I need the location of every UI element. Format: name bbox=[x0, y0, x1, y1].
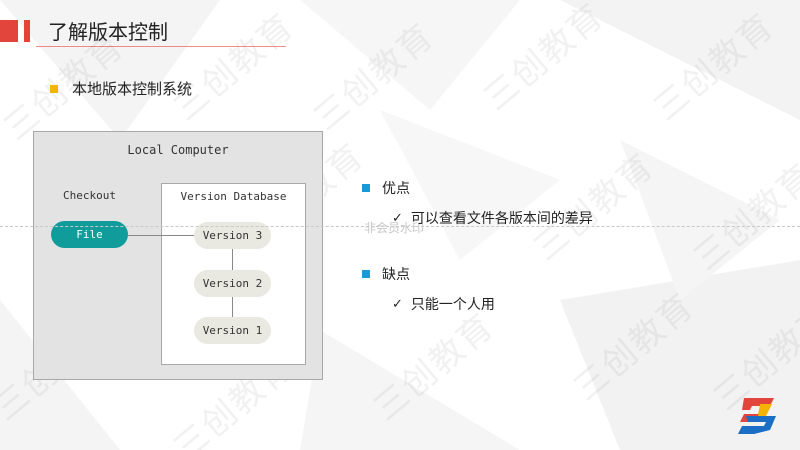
cons-list: 缺点 ✓ 只能一个人用 bbox=[362, 264, 495, 314]
pros-list: 优点 ✓ 可以查看文件各版本间的差异 bbox=[362, 178, 593, 228]
local-vcs-diagram: Local Computer Checkout Version Database… bbox=[33, 131, 323, 380]
watermark-text: 三创教育 bbox=[306, 15, 443, 139]
title-accent-stripe bbox=[24, 20, 30, 42]
version-2-node: Version 2 bbox=[194, 270, 271, 297]
version-connector bbox=[232, 249, 233, 270]
section-heading: 本地版本控制系统 bbox=[50, 78, 192, 99]
version-1-node: Version 1 bbox=[194, 317, 271, 344]
file-node: File bbox=[51, 221, 128, 248]
check-icon: ✓ bbox=[392, 210, 403, 226]
title-accent-block bbox=[0, 20, 18, 42]
ghost-watermark-text: 非会员水印 bbox=[364, 221, 425, 235]
watermark-text: 三创教育 bbox=[566, 285, 703, 409]
slide-title-bar: 了解版本控制 bbox=[0, 12, 300, 52]
version-connector bbox=[232, 297, 233, 317]
version-database-label: Version Database bbox=[180, 190, 287, 203]
cons-heading-text: 缺点 bbox=[382, 267, 410, 283]
checkout-label: Checkout bbox=[63, 189, 116, 202]
square-bullet-icon bbox=[362, 184, 370, 192]
dashed-divider bbox=[0, 226, 800, 227]
cons-item-text: 只能一个人用 bbox=[410, 297, 495, 313]
square-bullet-icon bbox=[362, 270, 370, 278]
watermark-text: 三创教育 bbox=[686, 155, 800, 279]
check-icon: ✓ bbox=[392, 296, 403, 312]
pros-item-text: 可以查看文件各版本间的差异 bbox=[410, 211, 593, 227]
pros-item: ✓ 可以查看文件各版本间的差异 bbox=[392, 208, 593, 228]
square-bullet-icon bbox=[50, 84, 58, 93]
watermark-text: 三创教育 bbox=[366, 305, 503, 429]
slide-title: 了解版本控制 bbox=[48, 20, 168, 44]
title-underline bbox=[36, 46, 286, 47]
cons-item: ✓ 只能一个人用 bbox=[392, 294, 495, 314]
pros-heading: 优点 bbox=[362, 178, 593, 198]
section-heading-text: 本地版本控制系统 bbox=[72, 80, 193, 98]
sanchuang-logo-icon bbox=[738, 398, 776, 434]
watermark-text: 三创教育 bbox=[646, 5, 783, 129]
pros-heading-text: 优点 bbox=[382, 181, 410, 197]
local-computer-label: Local Computer bbox=[127, 143, 229, 157]
watermark-text: 三创教育 bbox=[476, 0, 613, 119]
cons-heading: 缺点 bbox=[362, 264, 495, 284]
checkout-connector bbox=[128, 235, 194, 236]
